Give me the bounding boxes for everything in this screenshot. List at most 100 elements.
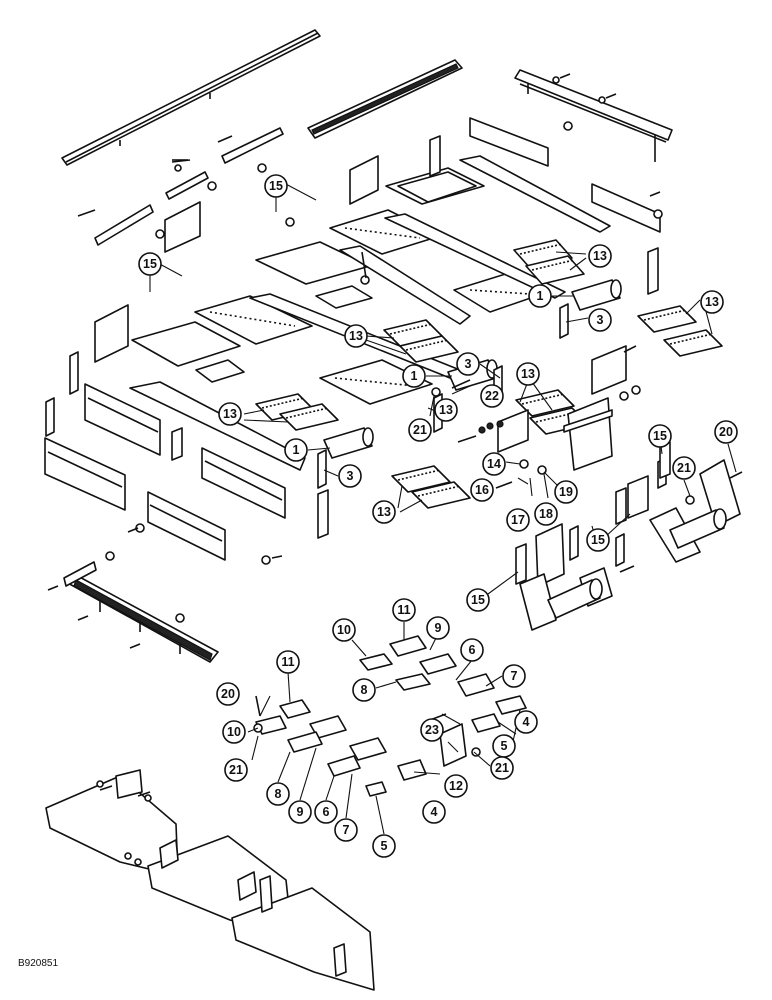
svg-text:10: 10 bbox=[337, 623, 351, 637]
svg-text:14: 14 bbox=[487, 457, 501, 471]
callout-13-d: 13 bbox=[516, 362, 540, 386]
callout-13-f: 13 bbox=[372, 500, 396, 524]
svg-text:7: 7 bbox=[511, 669, 518, 683]
callout-11-a: 11 bbox=[392, 598, 416, 622]
svg-text:15: 15 bbox=[591, 533, 605, 547]
upright-posts bbox=[45, 135, 659, 539]
svg-text:15: 15 bbox=[653, 429, 667, 443]
svg-text:9: 9 bbox=[435, 621, 442, 635]
callout-1-c: 1 bbox=[284, 438, 308, 462]
wear-pads bbox=[255, 635, 527, 797]
callout-21-b: 21 bbox=[672, 456, 696, 480]
svg-text:13: 13 bbox=[349, 329, 363, 343]
roller-assemblies-right bbox=[547, 508, 727, 619]
callouts: 15 15 13 13 1 3 13 13 1 22 3 21 13 13 1 … bbox=[138, 174, 738, 858]
callout-6-a: 6 bbox=[460, 638, 484, 662]
svg-text:3: 3 bbox=[465, 357, 472, 371]
leader-lines bbox=[149, 181, 737, 835]
deck-panel-perforations bbox=[209, 227, 531, 387]
figure-code: B920851 bbox=[18, 958, 59, 969]
svg-text:13: 13 bbox=[521, 367, 535, 381]
step-assembly-a bbox=[513, 239, 585, 285]
svg-text:5: 5 bbox=[501, 739, 508, 753]
callout-12: 12 bbox=[444, 774, 468, 798]
callout-7-b: 7 bbox=[334, 818, 358, 842]
callout-13-a: 13 bbox=[588, 244, 612, 268]
svg-text:13: 13 bbox=[705, 295, 719, 309]
callout-16: 16 bbox=[470, 478, 494, 502]
mounting-plates-right bbox=[515, 441, 671, 585]
svg-text:15: 15 bbox=[143, 257, 157, 271]
callout-9-a: 9 bbox=[426, 616, 450, 640]
long-rail-top-left bbox=[61, 29, 321, 166]
step-assembly-c bbox=[383, 319, 459, 363]
callout-3-d: 3 bbox=[338, 464, 362, 488]
bracket-plates-top-left bbox=[77, 127, 284, 246]
svg-text:9: 9 bbox=[297, 805, 304, 819]
svg-text:20: 20 bbox=[221, 687, 235, 701]
side-boards-left bbox=[44, 383, 286, 561]
svg-text:18: 18 bbox=[539, 507, 553, 521]
svg-text:21: 21 bbox=[229, 763, 243, 777]
callout-3-b: 3 bbox=[456, 352, 480, 376]
svg-text:13: 13 bbox=[377, 505, 391, 519]
svg-text:13: 13 bbox=[593, 249, 607, 263]
callout-20-b: 20 bbox=[216, 682, 240, 706]
callout-3-c: 13 bbox=[434, 398, 458, 422]
callout-21-c: 21 bbox=[224, 758, 248, 782]
callout-15-e: 15 bbox=[466, 588, 490, 612]
svg-text:20: 20 bbox=[719, 425, 733, 439]
svg-text:12: 12 bbox=[449, 779, 463, 793]
callout-13-b: 13 bbox=[700, 290, 724, 314]
solid-deck-plates bbox=[131, 171, 477, 383]
callout-11-b: 11 bbox=[276, 650, 300, 674]
bolts-and-nuts bbox=[47, 73, 743, 866]
svg-text:23: 23 bbox=[425, 723, 439, 737]
channel-rail-top bbox=[307, 59, 463, 139]
svg-text:11: 11 bbox=[281, 655, 294, 669]
svg-text:1: 1 bbox=[537, 289, 544, 303]
svg-text:3: 3 bbox=[347, 469, 354, 483]
callout-5-b: 5 bbox=[372, 834, 396, 858]
chute-shields bbox=[45, 769, 375, 991]
callout-3-a: 3 bbox=[588, 308, 612, 332]
svg-text:16: 16 bbox=[475, 483, 489, 497]
callout-19: 19 bbox=[554, 480, 578, 504]
callout-21-d: 21 bbox=[490, 756, 514, 780]
callout-10-b: 10 bbox=[222, 720, 246, 744]
callout-9-b: 9 bbox=[288, 800, 312, 824]
svg-text:7: 7 bbox=[343, 823, 350, 837]
callout-18: 18 bbox=[534, 502, 558, 526]
callout-4-b: 4 bbox=[422, 800, 446, 824]
callout-23: 23 bbox=[420, 718, 444, 742]
callout-8-b: 8 bbox=[266, 782, 290, 806]
svg-text:15: 15 bbox=[269, 179, 283, 193]
svg-text:21: 21 bbox=[677, 461, 691, 475]
callout-7-a: 7 bbox=[502, 664, 526, 688]
callout-10-a: 10 bbox=[332, 618, 356, 642]
callout-15-d: 15 bbox=[586, 528, 610, 552]
callout-14: 14 bbox=[482, 452, 506, 476]
hinge-bracket-assembly bbox=[497, 345, 741, 631]
mounting-bar-top-right bbox=[514, 69, 673, 162]
svg-text:11: 11 bbox=[397, 603, 410, 617]
callout-15-c: 15 bbox=[648, 424, 672, 448]
svg-text:10: 10 bbox=[227, 725, 241, 739]
callout-22: 22 bbox=[480, 384, 504, 408]
svg-text:8: 8 bbox=[275, 787, 282, 801]
callout-6-b: 6 bbox=[314, 800, 338, 824]
callout-13-c: 13 bbox=[344, 324, 368, 348]
step-assembly-f bbox=[391, 465, 471, 509]
callout-15-b: 15 bbox=[138, 252, 162, 276]
callout-15-a: 15 bbox=[264, 174, 288, 198]
callout-21-a: 21 bbox=[408, 418, 432, 442]
svg-text:4: 4 bbox=[431, 805, 438, 819]
callout-13-e: 13 bbox=[218, 402, 242, 426]
svg-text:6: 6 bbox=[469, 643, 476, 657]
svg-text:17: 17 bbox=[511, 513, 525, 527]
svg-text:5: 5 bbox=[381, 839, 388, 853]
svg-text:13: 13 bbox=[223, 407, 237, 421]
svg-text:1: 1 bbox=[293, 443, 300, 457]
